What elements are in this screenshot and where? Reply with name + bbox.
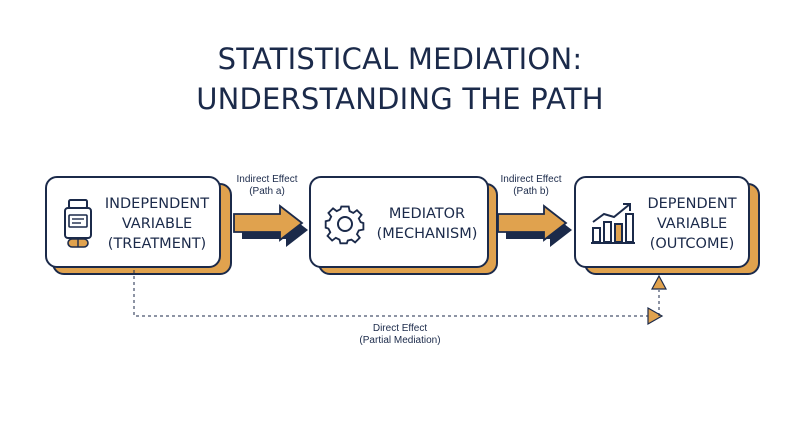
dependent-label: DEPENDENT VARIABLE (OUTCOME)	[638, 194, 746, 254]
independent-line1: INDEPENDENT	[104, 196, 210, 212]
independent-line3: (TREATMENT)	[107, 236, 207, 252]
dependent-line1: DEPENDENT	[647, 196, 737, 212]
path-b-line1: Indirect Effect	[500, 174, 562, 185]
direct-effect-label: Direct Effect (Partial Mediation)	[340, 323, 460, 347]
gear-icon	[324, 205, 365, 245]
independent-label: INDEPENDENT VARIABLE (TREATMENT)	[99, 194, 215, 254]
dependent-line2: VARIABLE	[656, 216, 728, 232]
independent-variable-box: INDEPENDENT VARIABLE (TREATMENT)	[45, 176, 221, 268]
direct-effect-line2: (Partial Mediation)	[359, 335, 441, 346]
path-a-label: Indirect Effect (Path a)	[222, 174, 312, 198]
path-a-arrow	[233, 204, 308, 247]
path-a-line1: Indirect Effect	[236, 174, 298, 185]
mediator-line1: MEDIATOR	[388, 206, 466, 222]
path-a-line2: (Path a)	[249, 186, 285, 197]
medicine-bottle-icon	[64, 199, 92, 248]
mediator-line2: (MECHANISM)	[376, 226, 478, 242]
direct-effect-line1: Direct Effect	[372, 323, 428, 334]
direct-effect-path	[133, 270, 668, 326]
dependent-line3: (OUTCOME)	[649, 236, 735, 252]
mediator-label: MEDIATOR (MECHANISM)	[369, 204, 485, 244]
path-b-label: Indirect Effect (Path b)	[486, 174, 576, 198]
path-b-line2: (Path b)	[513, 186, 549, 197]
growth-chart-icon	[591, 203, 635, 244]
diagram-title-line1: STATISTICAL MEDIATION:	[217, 42, 583, 76]
path-b-arrow	[497, 204, 572, 247]
diagram-title-line2: UNDERSTANDING THE PATH	[196, 82, 604, 116]
independent-line2: VARIABLE	[121, 216, 193, 232]
dependent-variable-box: DEPENDENT VARIABLE (OUTCOME)	[574, 176, 750, 268]
mediator-box: MEDIATOR (MECHANISM)	[309, 176, 489, 268]
